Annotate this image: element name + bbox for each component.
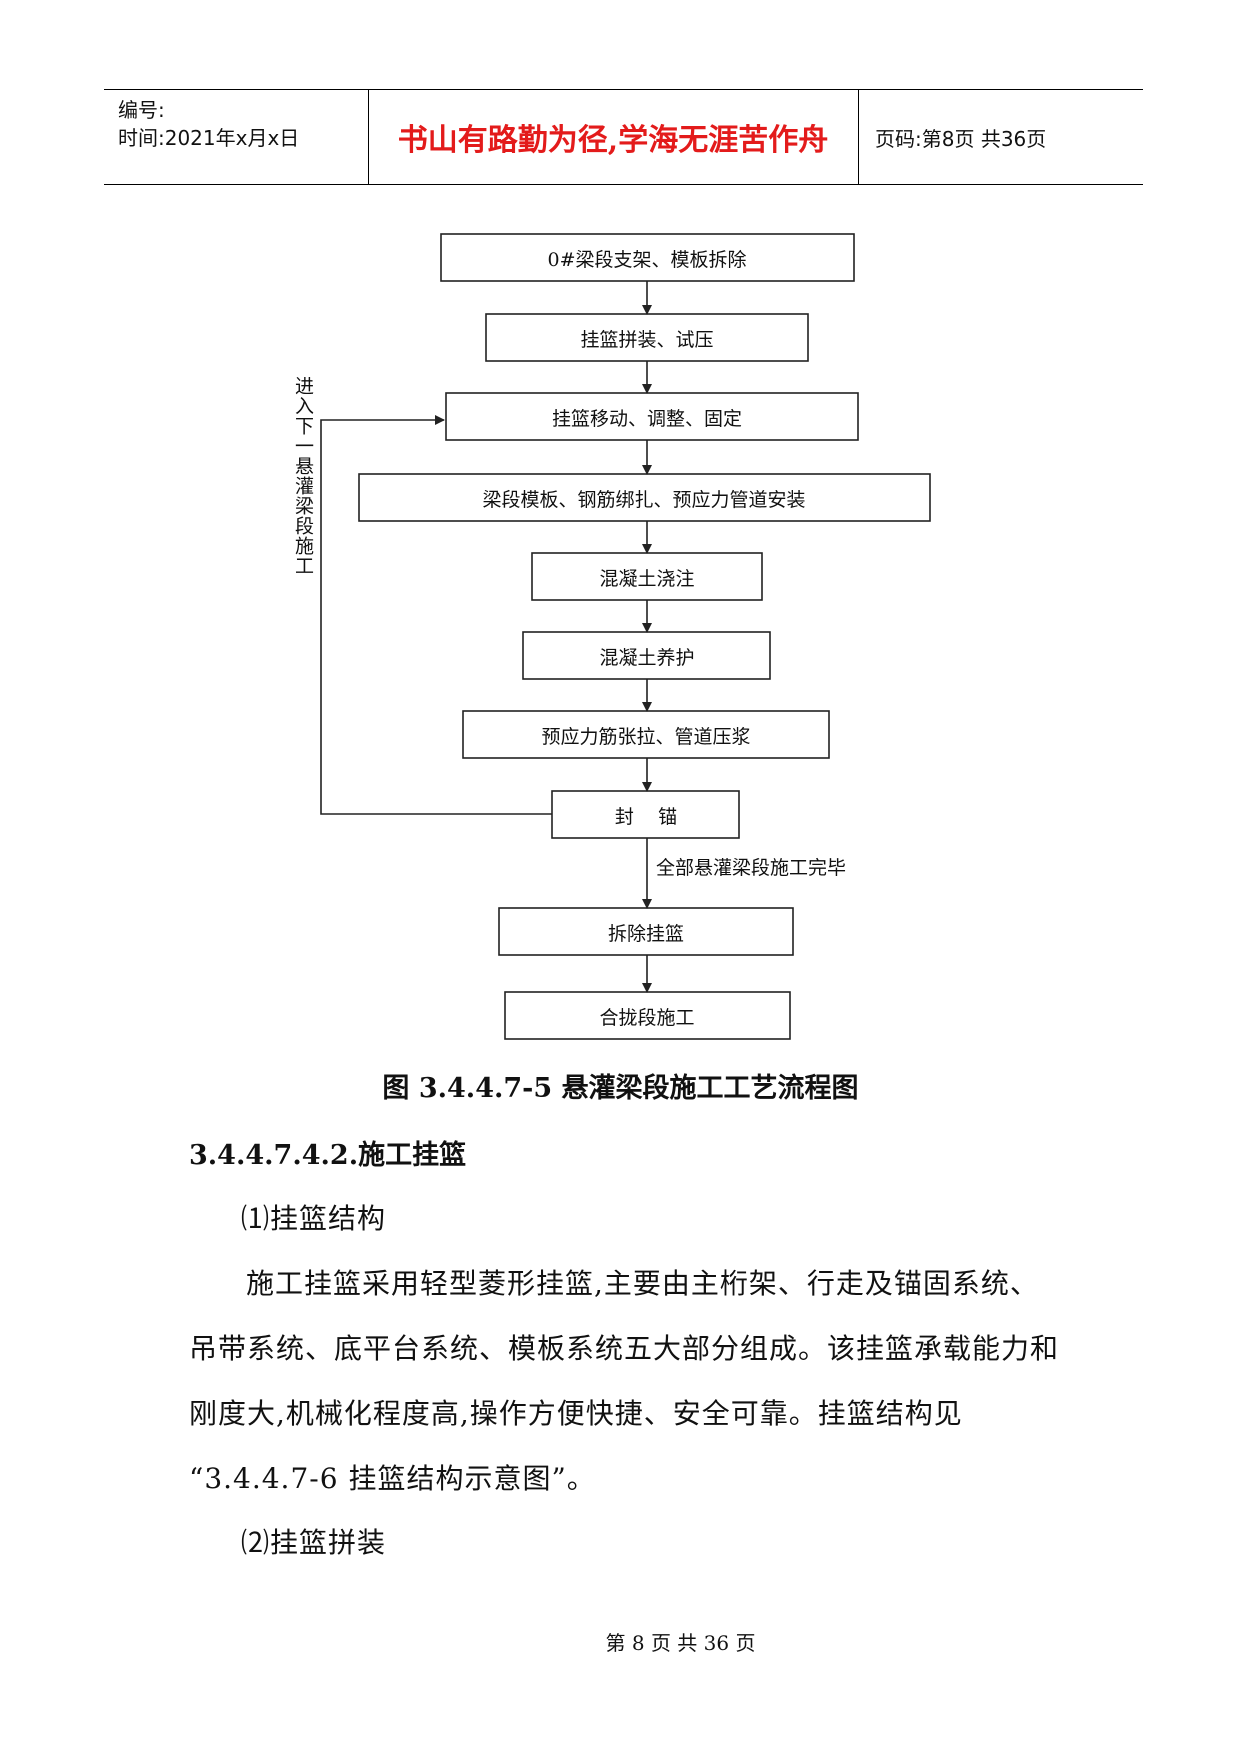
flow-step-box-5 — [531, 552, 763, 601]
flow-step-box-7 — [462, 710, 830, 759]
flow-step-box-3 — [445, 392, 859, 441]
header-motto: 书山有路勤为径,学海无涯苦作舟 — [397, 123, 829, 158]
flow-step-label-2: 挂篮拼装、试压 — [580, 329, 713, 351]
flow-loop-arrow — [320, 415, 552, 815]
list-item-assembly: ⑵挂篮拼装 — [241, 1526, 387, 1559]
body-text-line-2: 吊带系统、底平台系统、模板系统五大部分组成。该挂篮承载能力和 — [189, 1332, 1060, 1365]
header-middle-cell: 书山有路勤为径,学海无涯苦作舟 — [368, 90, 859, 184]
flow-step-label-1: 0#梁段支架、模板拆除 — [547, 249, 746, 271]
flow-step-box-9 — [498, 907, 794, 956]
process-flowchart: 0#梁段支架、模板拆除 挂篮拼装、试压 挂篮移动、调整、固定 梁段模板、钢筋绑扎… — [292, 233, 931, 1040]
header-left-cell: 编号: 时间:2021年x月x日 — [104, 90, 369, 184]
document-time-label: 时间:2021年x月x日 — [118, 126, 300, 150]
page-header: 编号: 时间:2021年x月x日 书山有路勤为径,学海无涯苦作舟 页码:第8页 … — [104, 89, 1143, 185]
flow-step-label-5: 混凝土浇注 — [599, 568, 694, 590]
flow-step-label-9: 拆除挂篮 — [608, 923, 684, 945]
body-text-line-3: 刚度大,机械化程度高,操作方便快捷、安全可靠。挂篮结构见 — [189, 1397, 963, 1430]
section-heading: 3.4.4.7.4.2.施工挂篮 — [189, 1140, 467, 1171]
flow-step-label-6: 混凝土养护 — [599, 647, 694, 669]
header-page-info: 页码:第8页 共36页 — [875, 126, 1047, 151]
flow-step-label-4: 梁段模板、钢筋绑扎、预应力管道安装 — [482, 489, 805, 511]
body-text-line-1: 施工挂篮采用轻型菱形挂篮,主要由主桁架、行走及锚固系统、 — [246, 1267, 1039, 1300]
flow-step-label-8: 封 锚 — [615, 806, 677, 828]
page-footer: 第 8 页 共 36 页 — [605, 1631, 756, 1655]
body-text-line-4: “3.4.4.7-6 挂篮结构示意图”。 — [189, 1462, 596, 1495]
flow-step-label-10: 合拢段施工 — [599, 1007, 694, 1029]
flow-step-box-4 — [358, 473, 931, 522]
header-right-cell: 页码:第8页 共36页 — [859, 90, 1143, 184]
list-item-structure: ⑴挂篮结构 — [241, 1202, 387, 1235]
document-number-label: 编号: — [118, 98, 165, 122]
flow-step-label-7: 预应力筋张拉、管道压浆 — [541, 726, 750, 748]
figure-caption: 图 3.4.4.7-5 悬灌梁段施工工艺流程图 — [382, 1073, 859, 1104]
flow-complete-label: 全部悬灌梁段施工完毕 — [656, 857, 846, 879]
flow-step-label-3: 挂篮移动、调整、固定 — [552, 408, 742, 430]
flow-loop-label: 进入下一悬灌梁段施工 — [292, 376, 314, 576]
